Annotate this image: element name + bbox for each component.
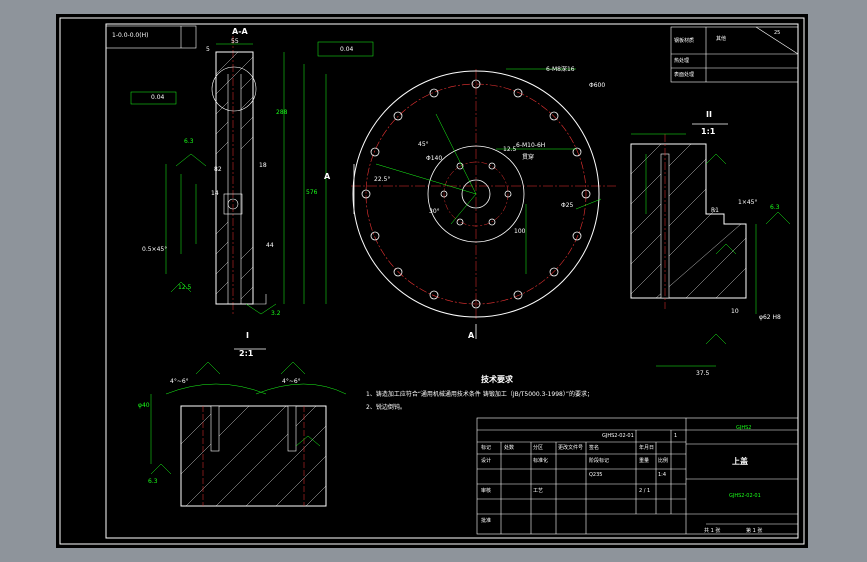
tb-field-change-doc: 更改文件号 bbox=[558, 445, 584, 451]
tb-field-weight: 重量 bbox=[639, 458, 650, 464]
note-2: 2、锐边倒钝。 bbox=[366, 404, 406, 411]
thread-through: 贯穿 bbox=[522, 154, 535, 161]
dim-phi-40: φ40 bbox=[138, 402, 150, 409]
tb-sheet-value: 2 / 1 bbox=[639, 488, 651, 494]
roughness-detail: 6.3 bbox=[148, 478, 158, 485]
inner-border bbox=[105, 23, 799, 539]
tb-field-count: 处数 bbox=[504, 445, 515, 451]
chamfer-0-5: 0.5×45° bbox=[142, 246, 168, 253]
tb-row-material-label: 钢板材质 bbox=[674, 38, 695, 44]
dim-37-5: 37.5 bbox=[696, 370, 710, 377]
dim-55: 55 bbox=[231, 38, 239, 45]
tb-sheet-total: 共 1 张 bbox=[704, 528, 721, 534]
tolerance-parallel: 0.04 bbox=[151, 94, 165, 101]
roughness-view2: 6.3 bbox=[770, 204, 780, 211]
dim-5: 5 bbox=[206, 46, 210, 53]
radius-r1: R1 bbox=[711, 207, 719, 214]
tb-field-scale: 比例 bbox=[658, 458, 669, 464]
tb-material-name: 其他 bbox=[716, 36, 727, 42]
tb-mark-value: Q235 bbox=[589, 472, 603, 478]
tb-part-name: 上盖 bbox=[732, 457, 748, 466]
section-label: A-A bbox=[232, 27, 248, 36]
dim-phi-25: Φ25 bbox=[561, 202, 574, 209]
tb-field-approve: 批准 bbox=[481, 518, 492, 524]
thread-callout-m8: 6-M8深16 bbox=[546, 66, 575, 73]
tb-sheet-current: 第 1 张 bbox=[746, 528, 763, 534]
dim-44: 44 bbox=[266, 242, 274, 249]
roughness-12-5: 12.5 bbox=[178, 284, 192, 291]
roughness-6-3: 6.3 bbox=[184, 138, 194, 145]
tb-qty: 1 bbox=[674, 433, 678, 439]
ref-code-box: 1-0.0-0.0(H) bbox=[112, 32, 149, 39]
tb-field-stage: 阶段标记 bbox=[589, 458, 610, 464]
tolerance-flatness: 0.04 bbox=[340, 46, 354, 53]
tb-field-process: 工艺 bbox=[533, 488, 544, 494]
tb-field-review: 审核 bbox=[481, 488, 492, 494]
chamfer-1x45: 1×45° bbox=[738, 199, 758, 206]
title-block-top bbox=[670, 26, 799, 83]
tb-row-heat: 热处理 bbox=[674, 58, 690, 64]
plan-view-circle bbox=[351, 68, 616, 339]
angle-4-6-left: 4°~6° bbox=[170, 378, 189, 385]
tb-drawing-no: GJHS2-02-01 bbox=[729, 493, 761, 499]
angle-22-5: 22.5° bbox=[374, 176, 391, 183]
dim-18: 18 bbox=[259, 162, 267, 169]
detail-label: I bbox=[246, 331, 249, 340]
dim-phi-62: φ62 H8 bbox=[759, 314, 781, 321]
dim-576: 576 bbox=[306, 189, 318, 196]
title-block-bottom bbox=[476, 417, 799, 535]
section-view-aa bbox=[105, 25, 374, 315]
tb-field-standard: 标准化 bbox=[533, 458, 549, 464]
angle-30: 30° bbox=[429, 208, 440, 215]
tb-material-value: 25 bbox=[774, 30, 781, 36]
tb-field-signature: 签名 bbox=[589, 445, 600, 451]
drawing-viewport[interactable]: A-A 1-0.0-0.0(H) 55 5 288 0.04 0.04 6.3 … bbox=[56, 14, 808, 548]
dim-288: 288 bbox=[276, 109, 288, 116]
tb-field-mark: 标记 bbox=[481, 445, 492, 451]
dim-10: 10 bbox=[731, 308, 739, 315]
notes-title: 技术要求 bbox=[481, 375, 513, 384]
tb-std-code: GJHS2 bbox=[736, 425, 752, 431]
engineering-drawing bbox=[59, 17, 805, 545]
dim-phi-140: Φ140 bbox=[426, 155, 443, 162]
view2-scale: 1:1 bbox=[701, 127, 716, 136]
view-arrow-a-bottom: A bbox=[468, 331, 475, 340]
roughness-3-2: 3.2 bbox=[271, 310, 281, 317]
tb-field-design: 设计 bbox=[481, 458, 492, 464]
tb-field-date: 年月日 bbox=[639, 445, 655, 451]
view-arrow-a-left: A bbox=[324, 172, 331, 181]
tb-row-surface: 表面处理 bbox=[674, 72, 695, 78]
dim-12-5: 12.5 bbox=[503, 146, 517, 153]
outer-border bbox=[59, 17, 805, 545]
detail-scale: 2:1 bbox=[239, 349, 254, 358]
dim-82: 82 bbox=[214, 166, 222, 173]
angle-4-6-right: 4°~6° bbox=[282, 378, 301, 385]
note-1: 1、铸造加工应符合“通用机械通用技术条件 铸锻加工（JB/T5000.3-199… bbox=[366, 391, 593, 398]
dim-phi-600: Φ600 bbox=[589, 82, 606, 89]
dim-100: 100 bbox=[514, 228, 526, 235]
tb-scale-value: 1:4 bbox=[658, 472, 667, 478]
tb-drawing-no-top: GJHS2-02-01 bbox=[602, 433, 634, 439]
view2-label: II bbox=[706, 110, 712, 119]
detail-view-ii bbox=[630, 123, 791, 367]
tb-field-zone: 分区 bbox=[533, 445, 544, 451]
dim-14: 14 bbox=[211, 190, 219, 197]
detail-view-i bbox=[150, 348, 347, 507]
angle-45: 45° bbox=[418, 141, 429, 148]
thread-callout-m10: 6-M10-6H bbox=[516, 142, 546, 149]
